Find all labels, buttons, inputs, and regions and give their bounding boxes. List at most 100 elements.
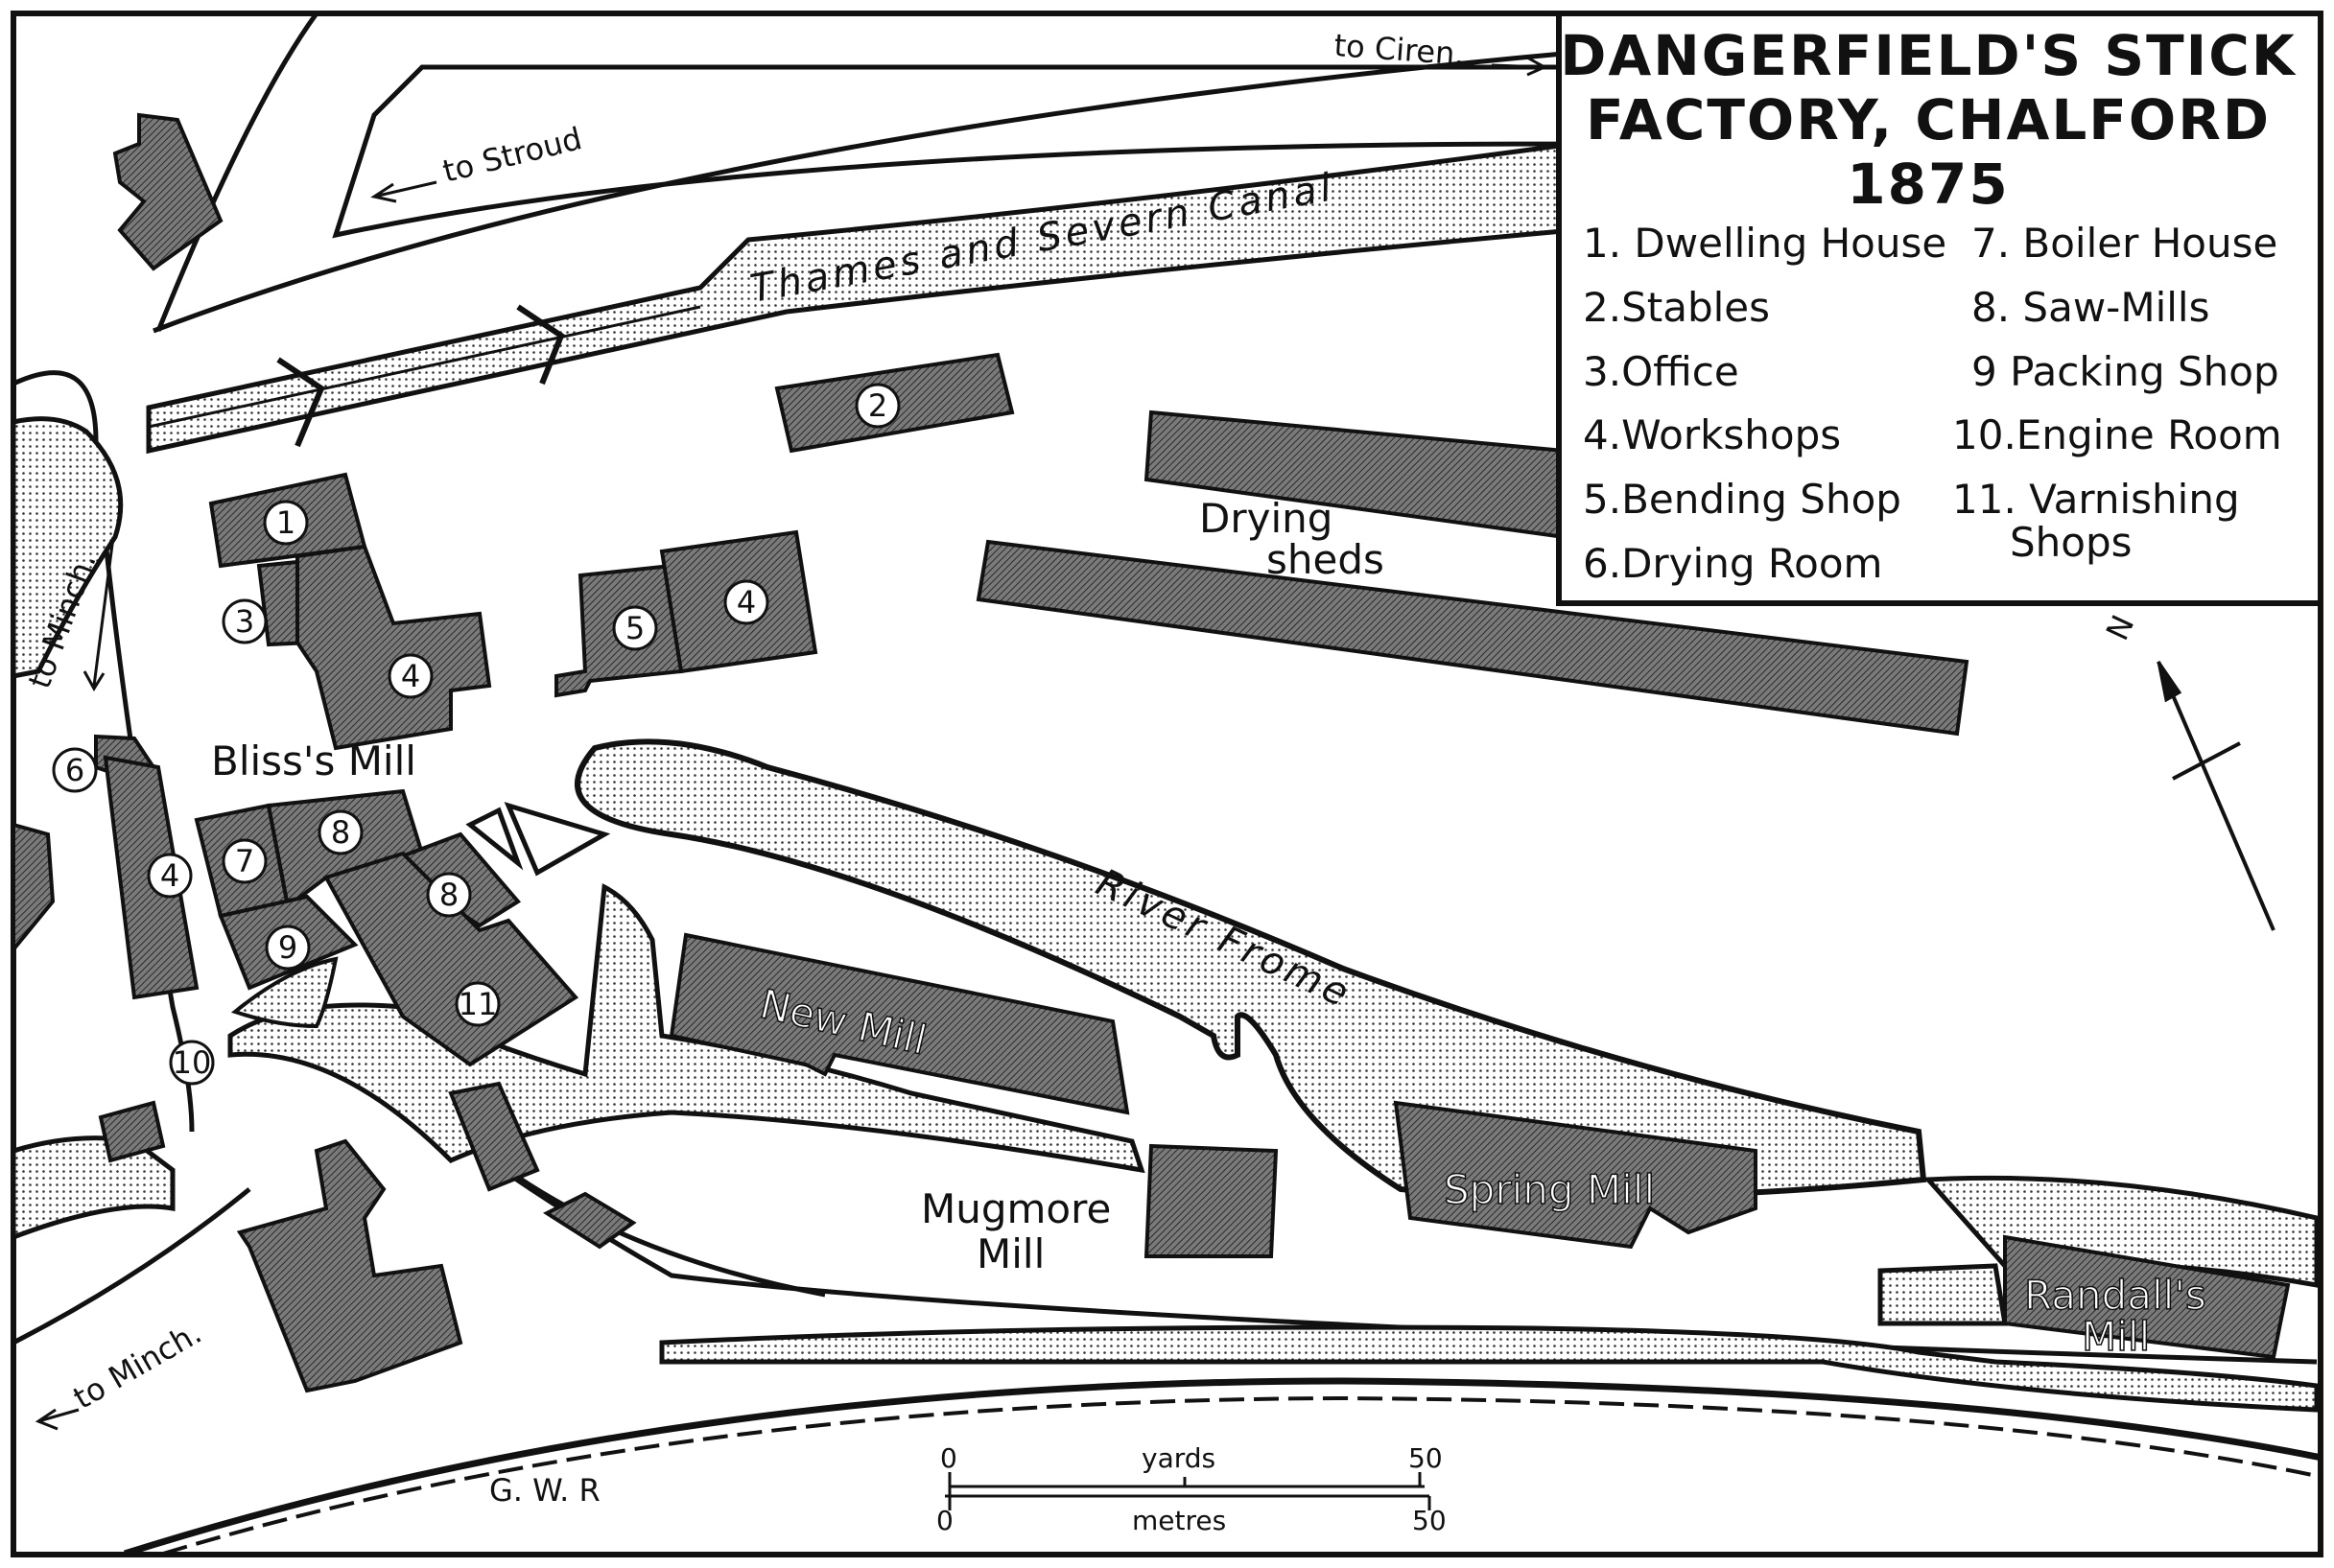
marker-5: 5 <box>612 605 658 651</box>
marker-10: 10 <box>169 1040 215 1086</box>
label-bliss-mill: Bliss's Mill <box>211 737 416 784</box>
arrow-to-stroud <box>370 180 437 203</box>
label-randalls-1: Randall's <box>2024 1272 2206 1319</box>
legend-title-line-3: 1875 <box>1847 152 2009 217</box>
svg-text:2: 2 <box>868 387 887 424</box>
road-to-ciren-top <box>155 12 319 332</box>
road-minch-lower <box>12 1187 251 1346</box>
marker-6: 6 <box>52 747 98 793</box>
svg-text:1: 1 <box>276 504 295 541</box>
marker-11: 11 <box>455 981 501 1027</box>
building-small-road-1 <box>448 1081 540 1192</box>
arrow-to-minch-upper <box>83 536 115 691</box>
scale-metres-start: 0 <box>936 1505 954 1536</box>
svg-text:6: 6 <box>65 752 84 788</box>
label-mugmore-2: Mill <box>977 1230 1045 1277</box>
svg-text:7: 7 <box>235 843 254 879</box>
north-arrow-shaft <box>2157 661 2275 931</box>
legend-item-engine-room: 10.Engine Room <box>1952 411 2282 458</box>
triangle-plot-1 <box>465 807 524 871</box>
legend-item-workshops: 4.Workshops <box>1583 411 1841 458</box>
label-randalls-2: Mill <box>2082 1313 2150 1360</box>
marker-7: 7 <box>222 838 268 884</box>
arrow-to-minch-lower <box>35 1408 80 1431</box>
building-markers: 1 2 3 4 4 4 5 6 7 8 8 9 10 11 <box>52 383 901 1086</box>
building-new-mill <box>669 932 1130 1115</box>
scale-yards-end: 50 <box>1408 1442 1443 1474</box>
building-small-road-2 <box>542 1191 637 1250</box>
svg-text:5: 5 <box>625 610 645 646</box>
label-mugmore-1: Mugmore <box>921 1185 1111 1232</box>
north-arrow-crossbar <box>2172 741 2241 781</box>
legend-title-line-2: FACTORY, CHALFORD <box>1586 87 2271 152</box>
building-nw-house <box>112 112 224 271</box>
legend-item-varnishing-shops: Shops <box>2010 519 2133 566</box>
lower-river-water <box>659 1324 2320 1413</box>
legend-item-bending-shop: 5.Bending Shop <box>1583 476 1901 523</box>
north-arrow-head <box>2157 661 2182 703</box>
railway-line-dashed <box>162 1395 2322 1556</box>
marker-4-east: 4 <box>723 579 769 625</box>
bliss-pond-water <box>230 956 339 1029</box>
building-varnishing-shops <box>323 851 579 1067</box>
scale-bar: 0 yards 50 0 metres 50 <box>936 1442 1447 1536</box>
building-small-west <box>98 1100 166 1163</box>
building-spring-mill <box>1393 1100 1757 1250</box>
arrow-to-ciren <box>1491 56 1548 77</box>
canal-towpath-edge <box>148 305 701 429</box>
marker-8-west: 8 <box>318 809 364 855</box>
svg-text:4: 4 <box>401 658 420 694</box>
marker-1: 1 <box>263 500 309 546</box>
svg-text:11: 11 <box>459 986 498 1022</box>
svg-text:8: 8 <box>331 814 350 851</box>
legend-item-saw-mills: 8. Saw-Mills <box>1971 284 2209 331</box>
west-stream-water <box>11 416 124 680</box>
label-to-ciren: to Ciren. <box>1332 27 1465 72</box>
scale-yards-start: 0 <box>940 1442 957 1474</box>
legend-item-drying-room: 6.Drying Room <box>1583 540 1882 587</box>
svg-text:4: 4 <box>737 584 756 620</box>
scale-metres-end: 50 <box>1412 1505 1447 1536</box>
road-lower-south <box>492 1158 826 1298</box>
road-stroud-loop <box>332 64 1567 239</box>
building-randalls-mill <box>2003 1234 2291 1360</box>
scale-yards-label: yards <box>1142 1442 1215 1474</box>
road-main-upper-edge <box>153 50 1574 334</box>
svg-text:8: 8 <box>439 877 459 913</box>
legend-item-boiler-house: 7. Boiler House <box>1971 220 2277 267</box>
legend-box: DANGERFIELD'S STICK FACTORY, CHALFORD 18… <box>1556 11 2323 606</box>
legend-item-varnishing: 11. Varnishing <box>1952 476 2240 523</box>
south-west-water <box>11 1135 176 1241</box>
legend-frame <box>1556 11 2323 606</box>
svg-text:9: 9 <box>278 929 297 966</box>
building-small-west-edge <box>12 822 56 955</box>
label-gwr: G. W. R <box>489 1472 601 1509</box>
building-drying-shed-lower <box>976 539 1969 737</box>
label-drying-sheds-1: Drying <box>1199 495 1332 542</box>
svg-text:3: 3 <box>235 603 254 640</box>
railway-line-thick <box>123 1377 2322 1557</box>
marker-4-bliss: 4 <box>147 853 193 899</box>
label-spring-mill: Spring Mill <box>1444 1166 1655 1213</box>
svg-text:4: 4 <box>160 857 179 894</box>
legend-item-dwelling-house: 1. Dwelling House <box>1583 220 1946 267</box>
scale-metres-label: metres <box>1132 1505 1226 1536</box>
legend-item-packing-shop: 9 Packing Shop <box>1971 348 2279 395</box>
marker-8-east: 8 <box>426 872 472 918</box>
gwr-railway <box>123 1377 2322 1557</box>
label-drying-sheds-2: sheds <box>1266 536 1384 583</box>
legend-item-stables: 2.Stables <box>1583 284 1770 331</box>
marker-4-north: 4 <box>388 653 434 699</box>
marker-2: 2 <box>855 383 901 429</box>
marker-3: 3 <box>222 598 268 644</box>
building-south-complex <box>236 1138 463 1393</box>
legend-title-line-1: DANGERFIELD'S STICK <box>1560 23 2297 88</box>
building-mugmore-mill <box>1143 1143 1279 1258</box>
east-river-water <box>1877 1263 2008 1326</box>
svg-text:10: 10 <box>173 1044 212 1081</box>
marker-9: 9 <box>265 924 311 971</box>
building-workshop-north <box>295 544 492 751</box>
triangle-plot-2 <box>504 802 611 877</box>
legend-item-office: 3.Office <box>1583 348 1739 395</box>
